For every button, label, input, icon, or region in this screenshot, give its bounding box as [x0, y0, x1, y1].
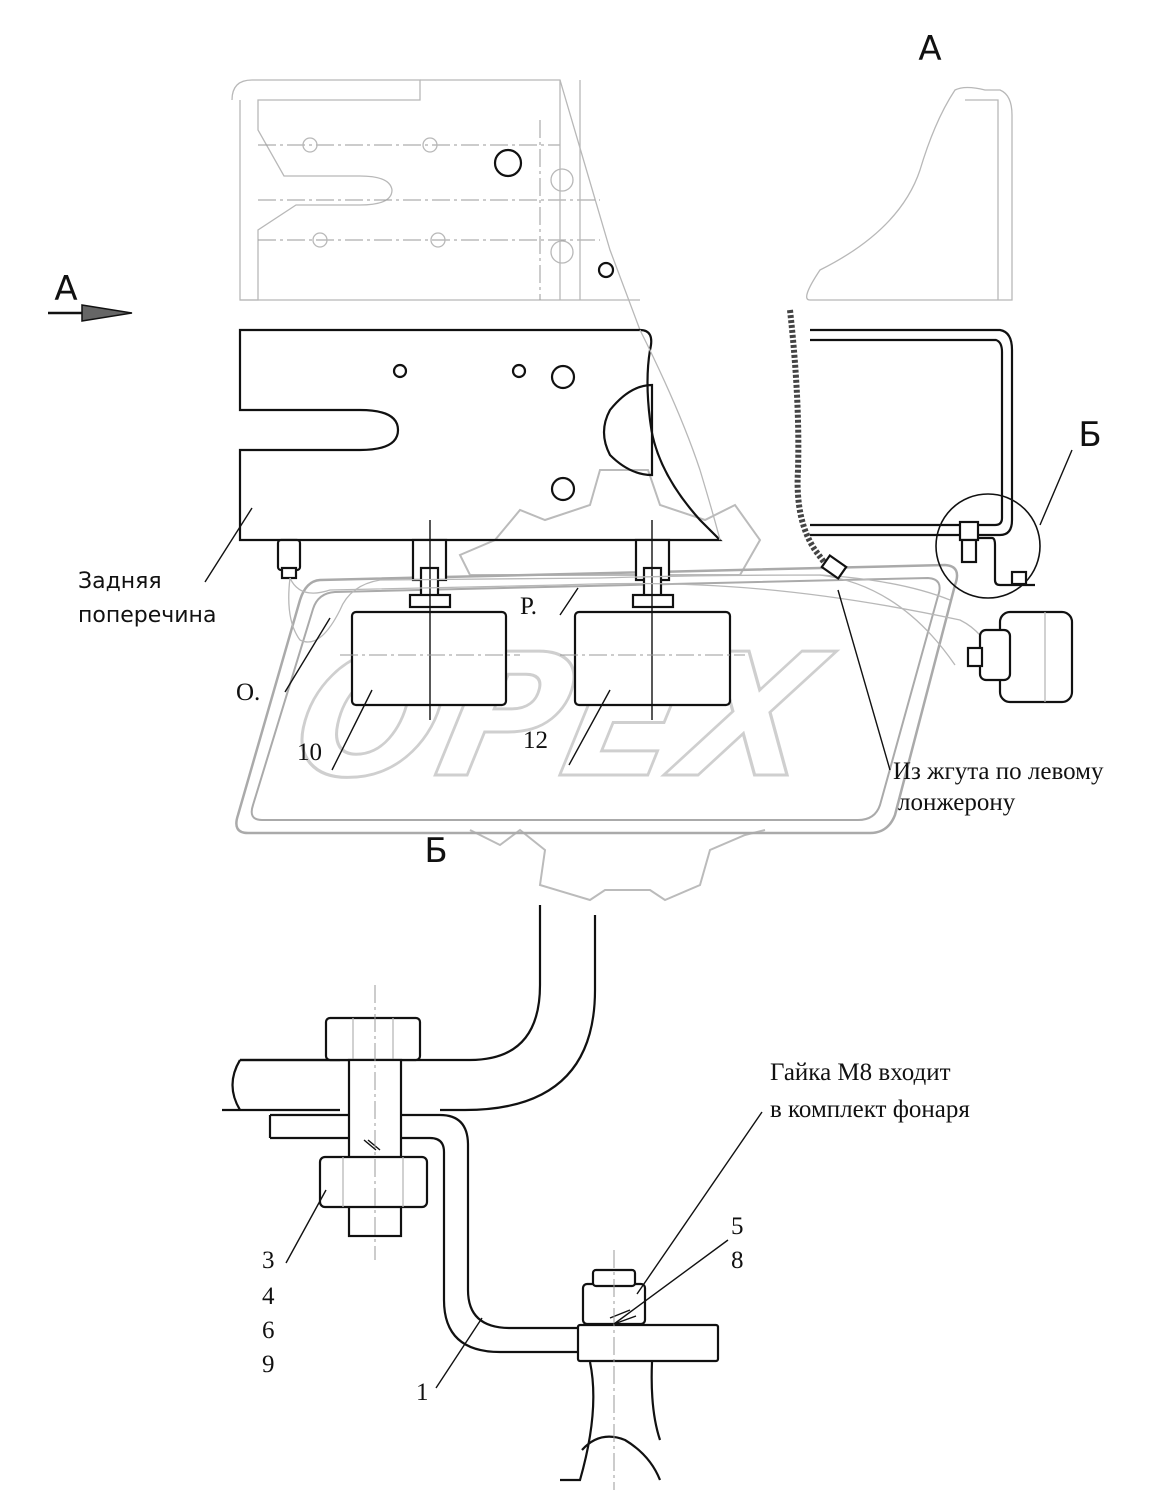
position-8: 8 — [731, 1247, 744, 1274]
position-4: 4 — [262, 1283, 275, 1310]
watermark-gear — [458, 469, 762, 576]
position-10: 10 — [297, 739, 322, 766]
view-label-b-right: Б — [1078, 415, 1101, 455]
position-1: 1 — [416, 1379, 429, 1406]
watermark-plate-outer — [235, 563, 959, 835]
frame-bracket — [231, 79, 641, 331]
lamp-assembly-12 — [560, 520, 745, 720]
view-label-b-bottom: Б — [424, 831, 447, 871]
callout-nut-note-1: Гайка М8 входит — [770, 1059, 951, 1086]
watermark-gear-bottom — [469, 828, 766, 902]
view-label-a-top: А — [918, 29, 941, 69]
callout-harness-1: Из жгута по левому — [893, 758, 1104, 785]
position-5: 5 — [731, 1213, 744, 1240]
wire-mark-o: О. — [236, 679, 260, 706]
position-3: 3 — [262, 1247, 275, 1274]
position-12: 12 — [523, 727, 548, 754]
position-6: 6 — [262, 1317, 275, 1344]
position-9: 9 — [262, 1351, 275, 1378]
callout-nut-note-2: в комплект фонаря — [770, 1096, 970, 1123]
callout-rear-crossmember-1: Задняя — [78, 569, 162, 594]
view-a-arrow — [48, 304, 133, 322]
wire-connector — [276, 538, 302, 580]
view-a — [787, 86, 1074, 704]
watermark: OPEX — [235, 469, 959, 902]
leader-lines — [204, 449, 1073, 1389]
wire-mark-r: Р. — [520, 593, 537, 620]
detail-b — [222, 905, 720, 1490]
lamp-assembly-10 — [340, 520, 520, 720]
detail-b-circle — [935, 493, 1041, 599]
view-label-a-arrow: А — [54, 269, 77, 309]
watermark-plate-inner — [250, 576, 941, 821]
rear-crossmember — [238, 328, 723, 542]
callout-rear-crossmember-2: поперечина — [78, 603, 216, 628]
callout-harness-2: лонжерону — [898, 789, 1016, 816]
